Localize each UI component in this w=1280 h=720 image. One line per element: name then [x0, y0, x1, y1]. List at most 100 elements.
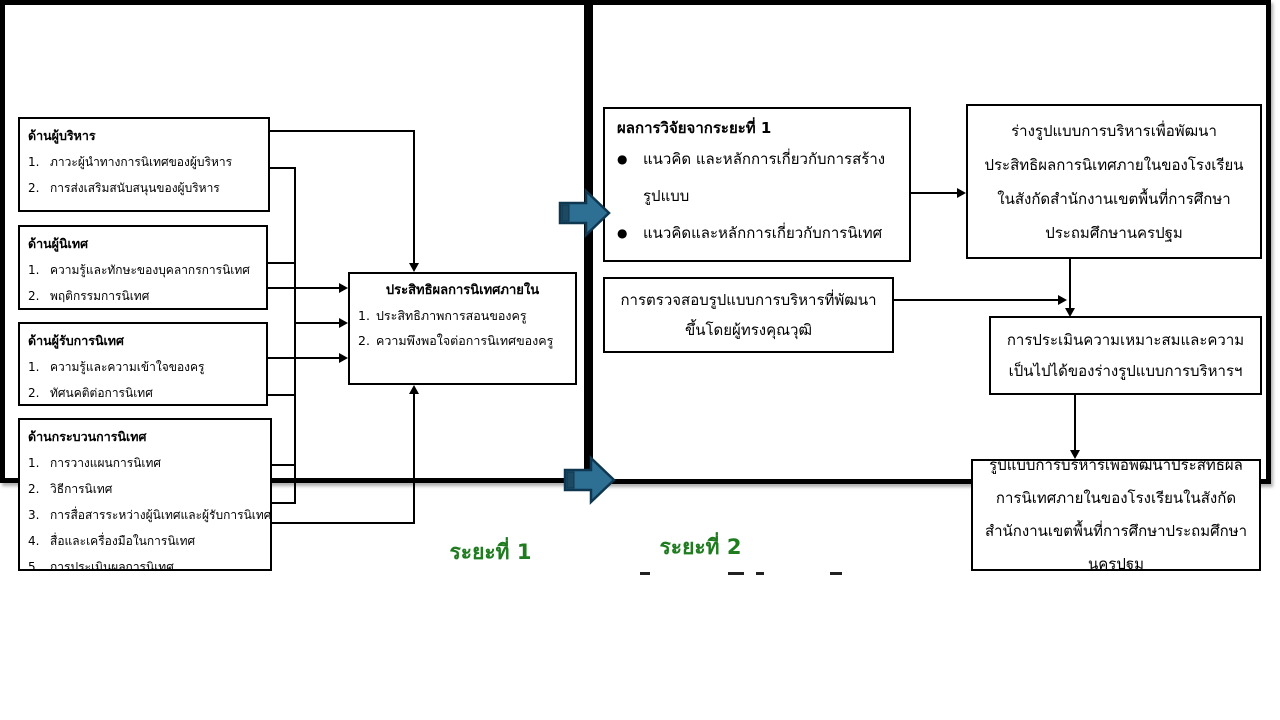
arrowhead-down-into-evaluation: [1065, 308, 1075, 317]
phase-transition-arrow-bottom: [563, 453, 617, 507]
phase-transition-arrow-top: [558, 186, 612, 240]
factor-box-administrator: ด้านผู้บริหาร 1. ภาวะผู้นำทางการนิเทศของ…: [18, 117, 270, 212]
connector-evaluation-to-final: [1074, 395, 1076, 452]
item-number: 4.: [28, 534, 40, 548]
bullet-item: ● แนวคิด และหลักการเกี่ยวกับการสร้างรูปแ…: [617, 141, 897, 215]
item-number: 2.: [28, 386, 40, 400]
item-number: 1.: [28, 155, 40, 169]
block-arrow-icon: [558, 188, 611, 238]
item-number: 1.: [358, 308, 370, 323]
list-item: 2. พฤติกรรมการนิเทศ: [28, 283, 258, 308]
arrowhead-down-into-final: [1070, 450, 1080, 459]
item-text: ความรู้และทักษะของบุคลากรการนิเทศ: [50, 263, 250, 277]
factor-box-supervisor: ด้านผู้นิเทศ 1. ความรู้และทักษะของบุคลาก…: [18, 225, 268, 310]
list-item: 1. ภาวะผู้นำทางการนิเทศของผู้บริหาร: [28, 149, 260, 175]
item-text: การประเมินผลการนิเทศ: [50, 560, 174, 571]
list-item: 2. ความพึงพอใจต่อการนิเทศของครู: [358, 328, 567, 353]
item-text: การวางแผนการนิเทศ: [50, 456, 162, 470]
list-item: 2. วิธีการนิเทศ: [28, 476, 262, 502]
item-number: 2.: [28, 181, 40, 195]
factor-box-title: ด้านผู้บริหาร: [28, 128, 96, 143]
outcome-box-title: ประสิทธิผลการนิเทศภายใน: [385, 283, 540, 298]
arrowhead-right-into-outcome-3: [339, 353, 348, 363]
evaluation-text: การประเมินความเหมาะสมและความเป็นไปได้ของ…: [1006, 330, 1245, 380]
final-model-box: รูปแบบการบริหารเพื่อพัฒนาประสิทธิผลการนิ…: [971, 459, 1261, 571]
connector-into-outcome-2: [294, 322, 341, 324]
expert-review-text: การตรวจสอบรูปแบบการบริหารที่พัฒนาขึ้นโดย…: [620, 291, 877, 339]
connector-top-vertical: [413, 130, 415, 264]
item-number: 1.: [28, 456, 40, 470]
connector-bottom-horizontal: [271, 522, 415, 524]
final-model-text: รูปแบบการบริหารเพื่อพัฒนาประสิทธิผลการนิ…: [984, 459, 1248, 571]
arrowhead-right-into-outcome-1: [339, 283, 348, 293]
list-item: 1. การวางแผนการนิเทศ: [28, 450, 262, 476]
factor-box-process: ด้านกระบวนการนิเทศ 1. การวางแผนการนิเทศ …: [18, 418, 272, 571]
factor-box-title: ด้านกระบวนการนิเทศ: [28, 429, 147, 444]
item-number: 3.: [28, 508, 40, 522]
item-text: ประสิทธิภาพการสอนของครู: [376, 308, 527, 323]
connector-into-outcome-3: [267, 357, 341, 359]
arrowhead-up-into-outcome-bottom: [409, 385, 419, 394]
connector-bus-vertical: [294, 167, 296, 503]
results-box-title: ผลการวิจัยจากระยะที่ 1: [617, 119, 772, 137]
connector-review-to-junction: [894, 299, 1060, 301]
factor-box-supervisee: ด้านผู้รับการนิเทศ 1. ความรู้และความเข้า…: [18, 322, 268, 406]
outcome-box: ประสิทธิผลการนิเทศภายใน 1. ประสิทธิภาพกา…: [348, 272, 577, 385]
results-box: ผลการวิจัยจากระยะที่ 1 ● แนวคิด และหลักก…: [603, 107, 911, 262]
item-text: ภาวะผู้นำทางการนิเทศของผู้บริหาร: [50, 155, 233, 169]
clipped-caption-fragment: [640, 572, 650, 575]
item-text: การส่งเสริมสนับสนุนของผู้บริหาร: [50, 181, 220, 195]
bullet-item: ● แนวคิดและหลักการเกี่ยวกับการนิเทศภายใน: [617, 215, 897, 260]
item-number: 1.: [28, 263, 40, 277]
factor-box-title: ด้านผู้นิเทศ: [28, 236, 88, 251]
item-number: 5.: [28, 560, 40, 571]
draft-model-box: ร่างรูปแบบการบริหารเพื่อพัฒนาประสิทธิผลก…: [966, 104, 1262, 259]
bullet-icon: ●: [617, 152, 628, 166]
connector-stub: [267, 262, 296, 264]
item-text: ความรู้และความเข้าใจของครู: [50, 360, 205, 374]
item-text: พฤติกรรมการนิเทศ: [50, 289, 150, 303]
list-item: 1. ความรู้และความเข้าใจของครู: [28, 354, 258, 380]
block-arrow-icon: [563, 455, 616, 505]
item-text: ความพึงพอใจต่อการนิเทศของครู: [376, 333, 554, 348]
list-item: 3. การสื่อสารระหว่างผู้นิเทศและผู้รับการ…: [28, 502, 270, 528]
bullet-icon: ●: [617, 226, 628, 240]
item-number: 2.: [28, 482, 40, 496]
list-item: 1. ประสิทธิภาพการสอนของครู: [358, 303, 567, 328]
list-item: 1. ความรู้และทักษะของบุคลากรการนิเทศ: [28, 257, 258, 283]
draft-model-text: ร่างรูปแบบการบริหารเพื่อพัฒนาประสิทธิผลก…: [984, 122, 1244, 242]
arrowhead-down-into-outcome-top: [409, 263, 419, 272]
arrowhead-right-into-draft: [957, 188, 966, 198]
connector-draft-to-evaluation: [1069, 258, 1071, 311]
item-text: ทัศนคติต่อการนิเทศ: [50, 386, 153, 400]
item-text: สื่อและเครื่องมือในการนิเทศ: [50, 534, 196, 548]
phase1-label: ระยะที่ 1: [449, 540, 532, 564]
item-text: วิธีการนิเทศ: [50, 482, 113, 496]
list-item: 2. ทัศนคติต่อการนิเทศ: [28, 380, 258, 404]
item-number: 1.: [28, 360, 40, 374]
factor-box-title: ด้านผู้รับการนิเทศ: [28, 333, 124, 348]
item-number: 2.: [358, 333, 370, 348]
item-text: การสื่อสารระหว่างผู้นิเทศและผู้รับการนิเ…: [50, 508, 272, 522]
list-item: 5. การประเมินผลการนิเทศ: [28, 554, 262, 571]
connector-bottom-vertical: [413, 391, 415, 524]
connector-results-to-draft: [911, 192, 959, 194]
bullet-text: แนวคิดและหลักการเกี่ยวกับการนิเทศภายใน: [643, 224, 883, 242]
list-item: 2. การส่งเสริมสนับสนุนของผู้บริหาร: [28, 175, 260, 201]
phase2-label: ระยะที่ 2: [659, 535, 742, 559]
list-item: 4. สื่อและเครื่องมือในการนิเทศ: [28, 528, 262, 554]
connector-stub: [271, 464, 296, 466]
clipped-caption-fragment: [728, 572, 744, 575]
connector-top-horizontal: [269, 130, 415, 132]
connector-stub: [269, 167, 296, 169]
connector-into-outcome-1: [267, 287, 341, 289]
expert-review-box: การตรวจสอบรูปแบบการบริหารที่พัฒนาขึ้นโดย…: [603, 277, 894, 353]
bullet-text: แนวคิด และหลักการเกี่ยวกับการสร้างรูปแบบ: [643, 150, 886, 205]
clipped-caption-fragment: [830, 572, 842, 575]
connector-stub: [267, 394, 296, 396]
connector-stub: [271, 502, 296, 504]
arrowhead-right-into-outcome-2: [339, 318, 348, 328]
arrowhead-right-into-junction: [1058, 295, 1067, 305]
item-number: 2.: [28, 289, 40, 303]
